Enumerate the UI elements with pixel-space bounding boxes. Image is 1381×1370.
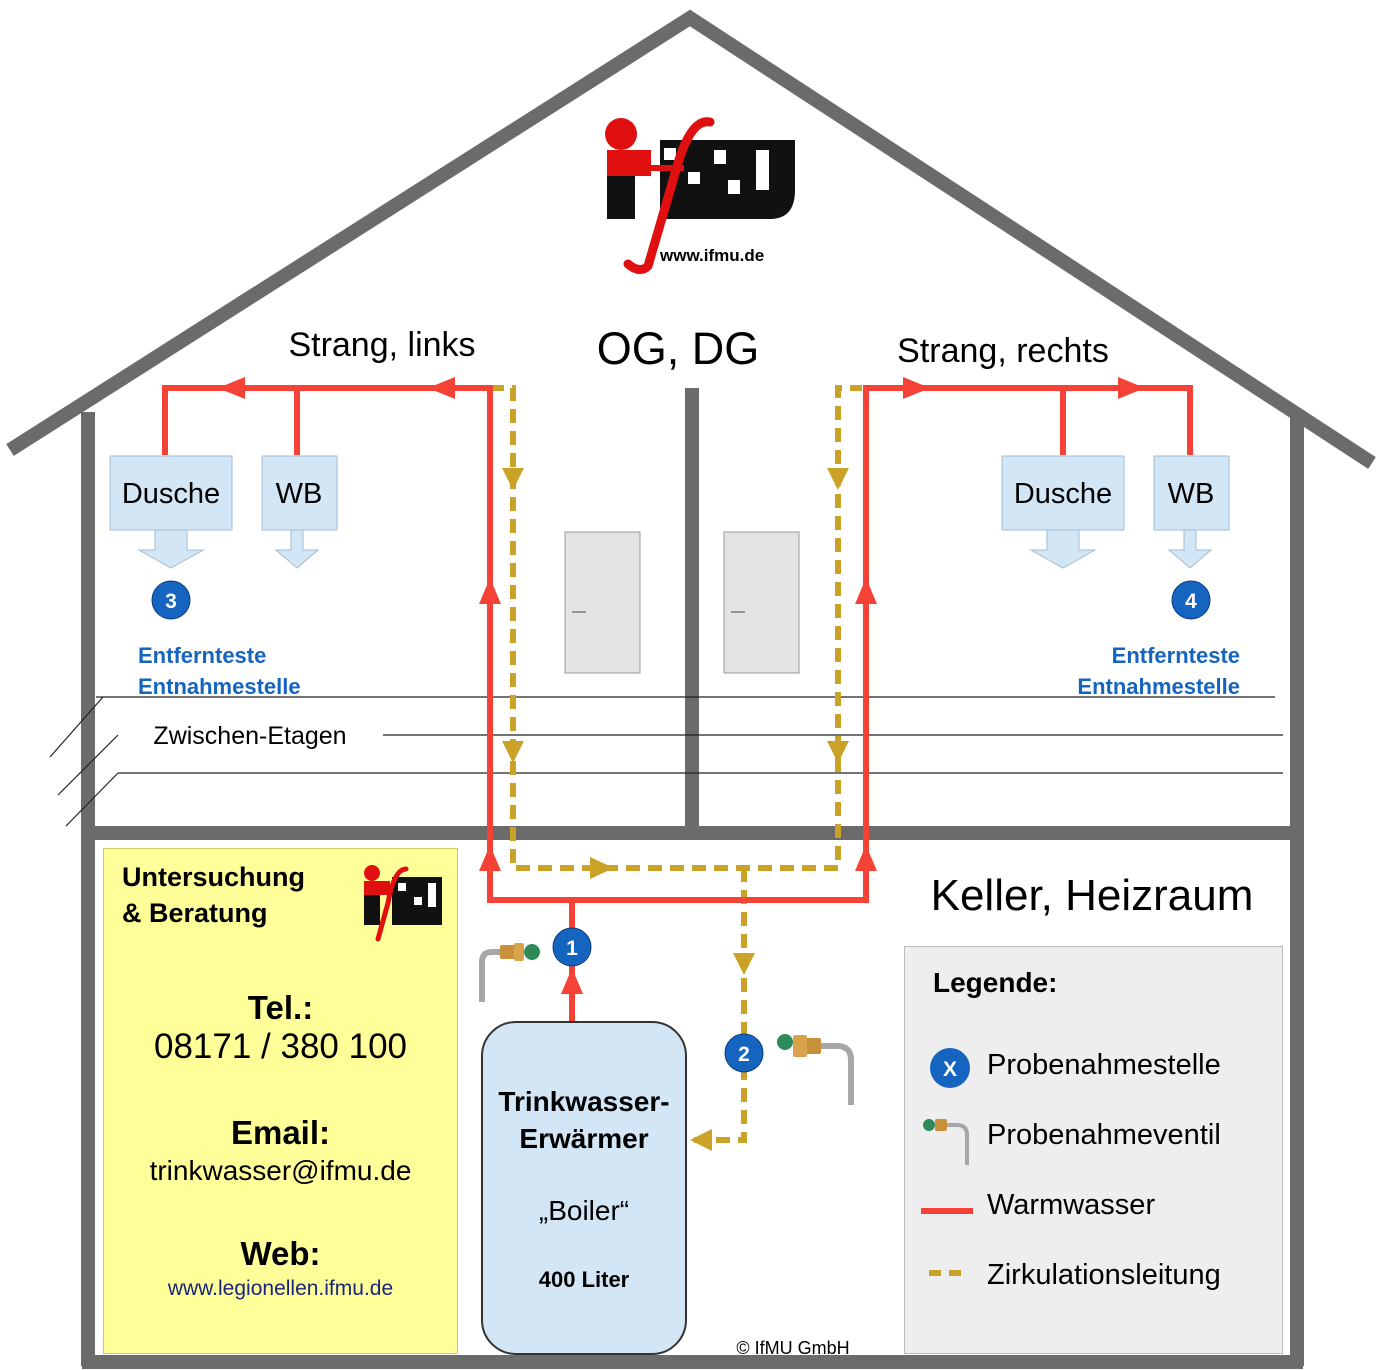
sampling-point-3: 3 (151, 580, 191, 620)
fixture-shower-right: Dusche (1001, 455, 1125, 569)
house-outline (6, 9, 1376, 1369)
ifmu-small-logo (364, 865, 442, 942)
ifmu-logo: www.ifmu.de (605, 117, 795, 274)
sampling-valve-icon (777, 1034, 854, 1105)
legend-item-circulation: Zirkulationsleitung (987, 1259, 1221, 1291)
fixture-sink-right: WB (1153, 455, 1230, 569)
intermediate-floors (49, 696, 1283, 827)
sink-label-right: WB (1168, 478, 1215, 510)
tel-label: Tel.: (247, 989, 314, 1026)
sampling-point-4: 4 (1171, 580, 1211, 620)
email-value: trinkwasser@ifmu.de (149, 1155, 412, 1186)
floor-upper-label: OG, DG (597, 323, 760, 374)
logo-url: www.ifmu.de (659, 246, 764, 265)
circulation-arrows (502, 468, 849, 1151)
sampling-valve-icon (479, 943, 540, 1002)
legend-badge-icon: X (930, 1048, 970, 1088)
legend-item-sampling-point: Probenahmestelle (987, 1049, 1221, 1081)
sampling-point-1: 1 (552, 927, 592, 967)
far-point-right-2: Entnahmestelle (1077, 674, 1240, 699)
branch-right-label: Strang, rechts (897, 332, 1109, 370)
shower-label-left: Dusche (122, 478, 220, 510)
copyright: © IfMU GmbH (736, 1338, 849, 1358)
boiler-nickname: „Boiler“ (539, 1195, 629, 1226)
sink-label-left: WB (276, 478, 323, 510)
svg-text:1: 1 (566, 937, 578, 960)
web-label: Web: (240, 1235, 321, 1272)
legend-symbols: X (921, 1048, 973, 1276)
sampling-point-2: 2 (724, 1033, 764, 1073)
hot-water-lines (162, 385, 1193, 1022)
email-label: Email: (230, 1114, 331, 1151)
fixture-shower-left: Dusche (109, 455, 233, 569)
floor-basement-label: Keller, Heizraum (931, 871, 1254, 920)
legend-box: Legende: X Probenahmestelle Probenahmeve… (904, 946, 1283, 1354)
far-point-left-1: Entfernteste (138, 643, 266, 668)
tel-value: 08171 / 380 100 (153, 1027, 407, 1066)
svg-text:4: 4 (1185, 590, 1197, 613)
boiler-volume: 400 Liter (539, 1267, 630, 1292)
legend-title: Legende: (933, 967, 1058, 998)
svg-text:2: 2 (738, 1043, 750, 1066)
floor-middle-label: Zwischen-Etagen (153, 722, 346, 750)
boiler: Trinkwasser- Erwärmer „Boiler“ 400 Liter (481, 1021, 687, 1355)
legend-item-hot-water: Warmwasser (987, 1189, 1156, 1221)
web-link[interactable]: www.legionellen.ifmu.de (167, 1277, 394, 1300)
boiler-title-1: Trinkwasser- (498, 1086, 669, 1117)
svg-text:X: X (943, 1058, 957, 1081)
boiler-title-2: Erwärmer (519, 1123, 648, 1154)
far-point-left-2: Entnahmestelle (138, 674, 301, 699)
shower-label-right: Dusche (1014, 478, 1112, 510)
info-heading: Untersuchung & Beratung (122, 862, 306, 928)
legend-item-sampling-valve: Probenahmeventil (987, 1119, 1221, 1151)
branch-left-label: Strang, links (288, 326, 475, 364)
doors (564, 531, 800, 674)
legend-valve-icon (923, 1119, 969, 1165)
contact-info-box: Untersuchung & Beratung Tel.: 08171 / 38… (103, 848, 458, 1354)
fixture-sink-left: WB (261, 455, 338, 569)
svg-text:3: 3 (165, 590, 177, 613)
far-point-right-1: Entfernteste (1112, 643, 1240, 668)
hot-water-arrows (218, 377, 1145, 994)
